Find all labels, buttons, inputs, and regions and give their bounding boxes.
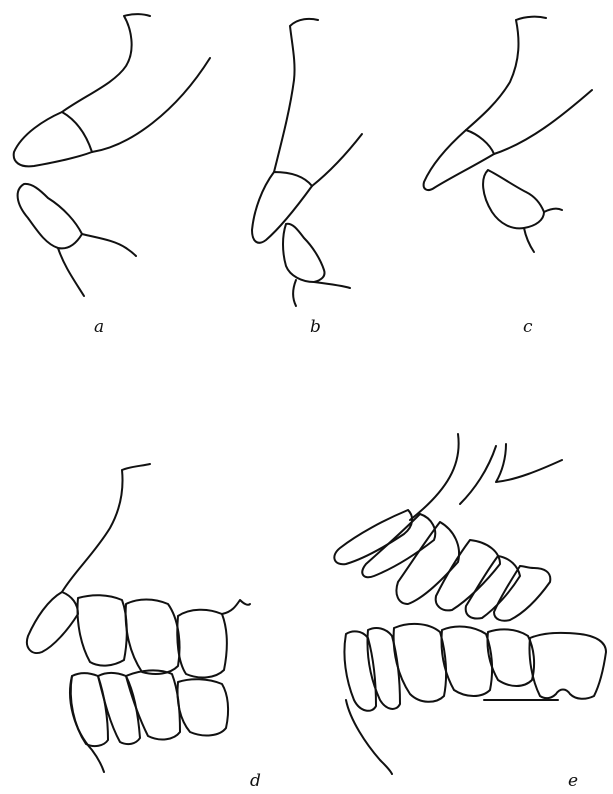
panel-b-lower-incisor xyxy=(283,224,325,282)
panel-a-lower-gum xyxy=(58,234,136,296)
panel-e-lower-premolar xyxy=(487,629,534,686)
panel-e-upper-incisor-2 xyxy=(362,514,435,577)
panel-b xyxy=(252,19,362,306)
panel-d-lower-tooth-4 xyxy=(178,679,229,735)
panel-c-lower-incisor xyxy=(483,170,544,228)
panel-b-upper-incisor xyxy=(252,172,312,243)
panel-e-lower-incisor-2 xyxy=(368,628,401,709)
panel-a-upper-incisor xyxy=(14,112,92,166)
panel-a-lower-incisor xyxy=(18,184,82,248)
panel-d-upper-lateral xyxy=(78,595,127,665)
panel-b-lower-gum xyxy=(293,280,350,306)
panel-b-upper-profile xyxy=(274,19,318,172)
panel-c xyxy=(424,17,592,252)
panel-e-upper-profile-3 xyxy=(496,444,562,482)
panel-d-upper-incisor xyxy=(27,592,78,653)
panel-e-upper-profile-2 xyxy=(460,446,496,504)
panel-a-upper-gum xyxy=(92,58,210,152)
panel-e-lower-lateral xyxy=(394,624,446,702)
panel-b-label: b xyxy=(310,317,321,337)
panel-e-upper-premolar-2 xyxy=(494,566,550,621)
panel-e-upper-lateral xyxy=(396,522,459,604)
panel-e-label: e xyxy=(568,771,578,791)
panel-b-upper-gum xyxy=(312,134,362,186)
panel-e-lower-molar xyxy=(529,633,606,699)
panel-d-jaw-line xyxy=(70,676,104,772)
panel-c-upper-profile xyxy=(466,17,546,130)
panel-a xyxy=(14,14,210,296)
panel-e xyxy=(334,434,606,774)
panel-d-upper-premolar xyxy=(177,610,227,678)
panel-d-lower-tooth-2 xyxy=(98,673,140,744)
panel-d xyxy=(27,464,250,772)
panel-e-upper-incisor-1 xyxy=(334,510,412,564)
panel-e-upper-premolar-1 xyxy=(466,556,520,619)
panel-d-label: d xyxy=(250,771,261,791)
panel-d-upper-profile xyxy=(62,464,150,592)
panel-a-label: a xyxy=(94,317,104,337)
panel-d-upper-gum-rear xyxy=(222,600,250,614)
panel-e-lower-canine xyxy=(442,627,493,696)
panel-e-upper-profile-1 xyxy=(410,434,459,520)
panel-d-upper-canine xyxy=(126,600,180,675)
panel-a-upper-profile xyxy=(62,14,150,112)
panel-c-label: c xyxy=(523,317,533,337)
panel-c-upper-gum xyxy=(494,90,592,154)
panel-d-lower-tooth-1 xyxy=(71,673,108,746)
panel-d-lower-tooth-3 xyxy=(126,670,180,739)
